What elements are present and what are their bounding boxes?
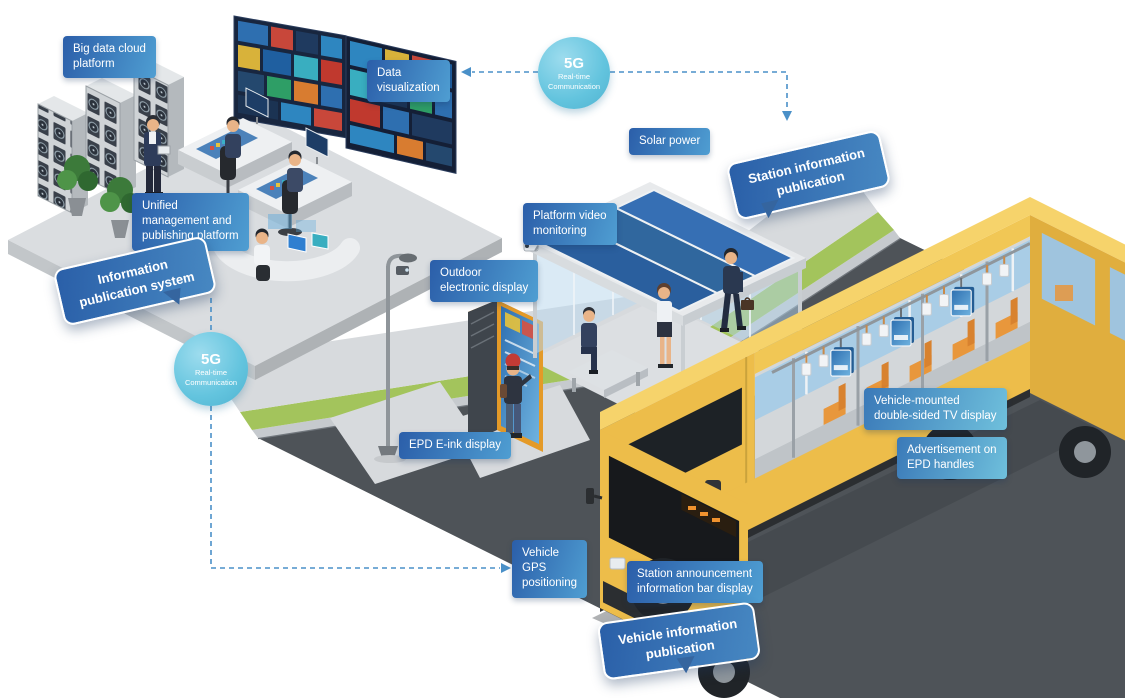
- label-line: Unified: [142, 200, 178, 212]
- curved-desk: [212, 214, 360, 282]
- label-line: publishing platform: [142, 230, 239, 243]
- seated-operator: [254, 228, 270, 281]
- label-line: Platform video: [533, 210, 607, 222]
- callout-vehicle-gps-positioning: Vehicle GPS positioning: [512, 540, 587, 598]
- label-line: Big data cloud: [73, 43, 146, 55]
- bus-rear: [1030, 215, 1125, 441]
- label-line: management and: [142, 215, 232, 228]
- server-rack: [37, 96, 88, 214]
- hanging-tv-displays: [830, 277, 975, 377]
- standing-operator: [144, 115, 171, 196]
- roof-band: [600, 197, 1030, 430]
- pedestrians: [581, 248, 754, 374]
- label-line: monitoring: [533, 225, 587, 238]
- label-line: platform: [73, 58, 115, 71]
- callout-big-data-cloud-platform: Big data cloud platform: [63, 36, 156, 79]
- label-line: Advertisement on: [907, 444, 997, 456]
- label-line: Solar power: [639, 135, 701, 147]
- callout-5g-realtime-top: 5G Real-time Communication: [538, 37, 610, 109]
- label-line: GPS: [522, 562, 547, 575]
- callout-vehicle-mounted-tv: Vehicle-mounted double-sided TV display: [864, 388, 1007, 431]
- connector-arrowheads: [461, 67, 792, 573]
- led-route-display: [681, 493, 737, 538]
- callout-unified-management-platform: Unified management and publishing platfo…: [132, 193, 249, 251]
- 5g-title: 5G: [200, 350, 221, 368]
- label-line: EPD E-ink display: [409, 439, 502, 451]
- server-rack: [85, 78, 136, 196]
- label-line: Outdoor: [440, 267, 482, 279]
- callout-5g-realtime-left: 5G Real-time Communication: [174, 332, 248, 406]
- pedestrian-girl: [500, 353, 532, 438]
- 5g-sub: Communication: [547, 81, 601, 91]
- outdoor-display-kiosk: [468, 300, 543, 452]
- callout-advertisement-epd-handles: Advertisement on EPD handles: [897, 437, 1007, 480]
- seated-operator: [278, 150, 303, 236]
- seated-man: [581, 307, 598, 374]
- epd-handles: [801, 256, 1010, 376]
- label-line: positioning: [522, 577, 577, 590]
- label-line: double-sided TV display: [874, 410, 997, 423]
- callout-data-visualization: Data visualization: [367, 60, 450, 103]
- headlight: [609, 557, 626, 570]
- label-line: information bar display: [637, 583, 753, 596]
- bench: [568, 350, 648, 398]
- label-line: Station announcement: [637, 568, 753, 580]
- standing-woman: [657, 283, 673, 368]
- walking-man: [720, 248, 754, 332]
- callout-solar-power: Solar power: [629, 128, 711, 156]
- grass-strip: [240, 212, 894, 430]
- 5g-title: 5G: [563, 54, 584, 72]
- bus-seats: [823, 297, 1018, 425]
- connector-lines: [210, 71, 788, 569]
- cctv-camera: [396, 266, 409, 275]
- callout-platform-video-monitoring: Platform video monitoring: [523, 203, 617, 246]
- callout-epd-eink-display: EPD E-ink display: [399, 432, 512, 460]
- callout-outdoor-electronic-display: Outdoor electronic display: [430, 260, 539, 303]
- callout-station-announcement-bar: Station announcement information bar dis…: [627, 561, 763, 604]
- label-line: EPD handles: [907, 459, 975, 472]
- side-mirror: [586, 488, 594, 504]
- label-line: Vehicle-mounted: [874, 395, 960, 407]
- label-line: visualization: [377, 82, 440, 95]
- 5g-sub: Real-time: [194, 367, 228, 377]
- label-line: Data: [377, 67, 402, 79]
- roof-cut-band: [754, 215, 1030, 374]
- shelter-post: [533, 246, 537, 358]
- 5g-sub: Communication: [184, 377, 238, 387]
- roof-band-rear: [1030, 197, 1125, 263]
- walkway: [205, 160, 878, 412]
- label-line: Vehicle: [522, 547, 560, 559]
- 5g-sub: Real-time: [557, 71, 591, 81]
- label-line: electronic display: [440, 282, 529, 295]
- potted-plant: [57, 155, 98, 216]
- street-lamp: [374, 253, 417, 463]
